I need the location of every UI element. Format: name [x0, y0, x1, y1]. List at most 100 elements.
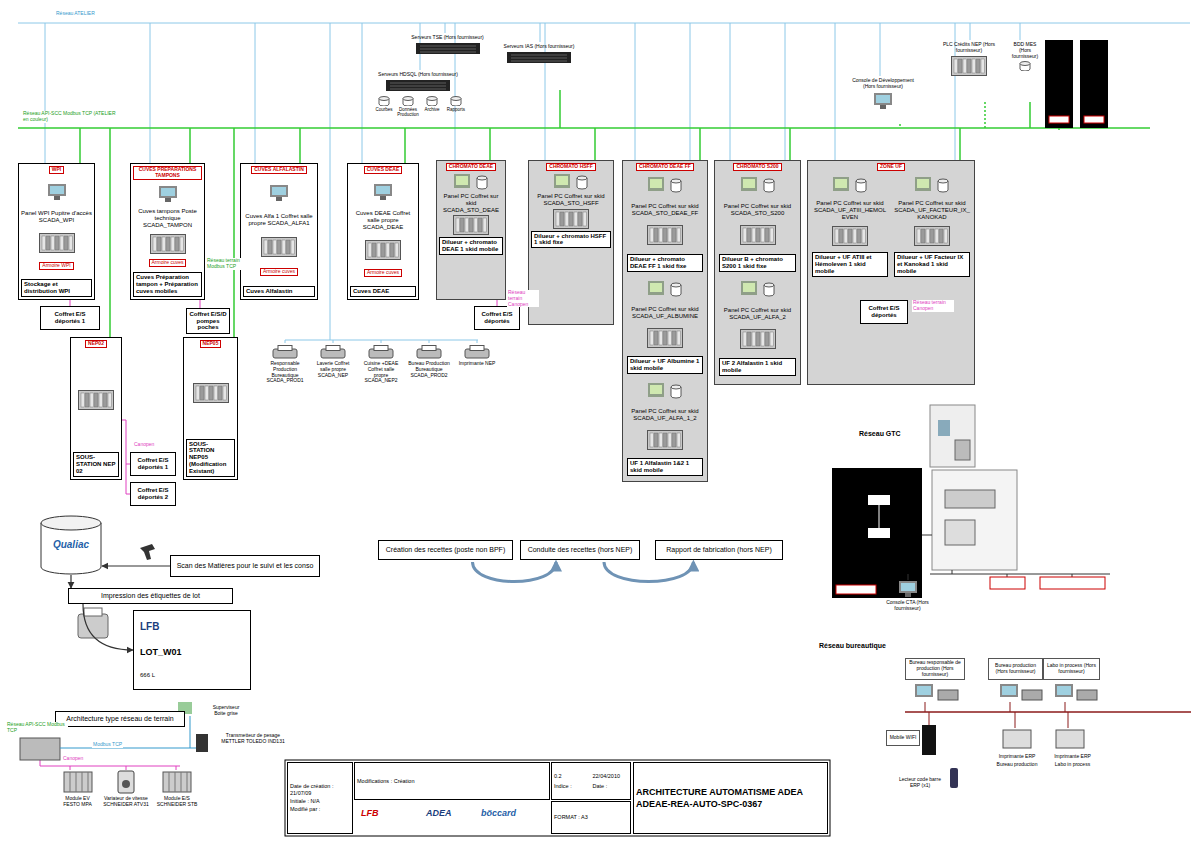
office-network — [1000, 684, 1018, 697]
node-box: CHROMATO S200Panel PC Coffret sur skid S… — [714, 160, 801, 385]
node-text: Coffret E/S déportés 1 — [43, 311, 97, 325]
skid-icon — [740, 176, 776, 194]
node-box: Coffret E/S déportés — [860, 300, 908, 324]
office-network — [1077, 690, 1097, 700]
node-text: Panel PC Coffret sur skid SCADA_UF_FACTE… — [894, 200, 970, 221]
node-box: ZONE UFPanel PC Coffret sur skid SCADA_U… — [807, 160, 975, 385]
node-box: Qualiac — [40, 515, 102, 575]
node-text: Dilueur + chromato DEAE FF 1 skid fixe — [627, 254, 703, 272]
node-text: Panel WPI Pupitre d'accès SCADA_WPI — [21, 210, 92, 224]
node-text: Panel PC Coffret sur skid SCADA_STO_S200 — [719, 203, 796, 217]
node-box: FORMAT : A3 — [551, 801, 631, 834]
node-box: Coffret E/S déportés 1 — [130, 452, 176, 476]
node-text: Panel PC Coffret sur skid SCADA_STO_HSFF — [531, 193, 611, 207]
mod-icon — [162, 770, 192, 794]
node-text: Serveurs IAS (Hors fournisseur) — [504, 44, 575, 50]
prn-icon — [368, 345, 394, 359]
node-text: Modifications : Création — [357, 778, 414, 784]
node-text: Rapports — [447, 107, 465, 112]
node-text: Courbes — [375, 107, 392, 112]
gtc-network — [868, 528, 890, 538]
node-box: Rapport de fabrication (hors NEP) — [655, 540, 783, 560]
gtc-network — [932, 470, 1017, 570]
skid-icon — [914, 176, 950, 194]
node-box: Mobile WIFI — [886, 730, 920, 746]
gtc-network — [1040, 577, 1105, 589]
office-network — [950, 768, 958, 788]
node-text: LOT_W01 — [140, 647, 182, 657]
node-box: Scan des Matières pour le suivi et les c… — [170, 555, 320, 577]
node-box: Responsable Production Bureautique SCADA… — [262, 343, 308, 401]
node-box: Variateur de vitesse SCHNEIDER ATV31 — [101, 768, 151, 818]
connector — [102, 565, 170, 566]
atelier-bus — [18, 23, 1190, 24]
pc-icon — [268, 184, 290, 202]
node-box: Panel PC Coffret sur skid SCADA_UF_ALFA_… — [717, 278, 798, 378]
node-text: WPI — [49, 166, 64, 174]
gtc-network — [908, 535, 1110, 580]
node-text: CHROMATO DEAE FF — [636, 163, 694, 171]
node-box: Serveurs IAS (Hors fournisseur) — [498, 42, 580, 90]
plc-icon — [193, 383, 229, 403]
node-text: CUVES PREPARATIONS TAMPONS — [133, 166, 202, 180]
node-text: Panel PC Coffret sur skid SCADA_STO_DEAE — [439, 193, 503, 214]
node-box: CHROMATO DEAE FF Panel PC Coffret sur ski… — [622, 160, 708, 482]
node-text: Responsable Production Bureautique SCADA… — [264, 361, 306, 384]
skid-icon — [647, 382, 683, 400]
node-text: Indice : — [554, 783, 590, 789]
srv-icon — [386, 80, 450, 91]
node-text: ARCHITECTURE AUTOMATISME ADEA — [636, 787, 803, 797]
node-box: Modifications : Création — [354, 762, 550, 800]
node-box: Coffret E/S déportés 2 — [130, 482, 176, 506]
node-box: Panel PC Coffret sur skid SCADA_UF_FACTE… — [892, 174, 972, 279]
annotation-label: böccard — [480, 808, 517, 818]
cabinet-block — [1045, 40, 1073, 128]
node-text: Cuves Préparation tampon + Préparation c… — [133, 272, 202, 297]
node-text: Cuves DEAE — [350, 286, 416, 297]
node-box: Bureau production (Hors fournisseur) — [988, 658, 1043, 680]
office-network — [1002, 686, 1016, 695]
field-network — [20, 738, 60, 760]
canopen-wire — [40, 760, 180, 770]
node-text: Module E/S SCHNEIDER STB — [154, 796, 200, 808]
node-text: Dilueur + UF Albumine 1 skid mobile — [627, 356, 703, 374]
node-box: CUVES ALFALASTINCuves Alfa 1 Coffret sal… — [240, 163, 318, 300]
node-box: LFBLOT_W01666 L — [133, 610, 251, 690]
node-text: Rapport de fabrication (hors NEP) — [666, 546, 771, 554]
node-text: Panel PC Coffret sur skid SCADA_UF_ALFA_… — [627, 408, 703, 422]
connector — [83, 604, 133, 650]
office-network — [917, 686, 931, 695]
node-text: Labo in process — [1055, 762, 1090, 768]
node-box: Bureau Production Bureautique SCADA_PROD… — [406, 343, 452, 401]
node-box: CHROMATO DEAE Panel PC Coffret sur skid S… — [436, 160, 506, 300]
node-text: Labo in process (Hors fournisseur) — [1046, 663, 1097, 675]
annotation-label: Réseau terrain Canopen — [912, 300, 954, 312]
node-text: Modifié par : — [290, 806, 320, 812]
node-text: Armoire cuves — [364, 269, 402, 277]
node-text: 22/04/2010 — [593, 773, 629, 779]
plc-icon — [740, 225, 776, 245]
node-box: Courbes — [372, 96, 396, 127]
node-text: Cuves Alfalastin — [243, 286, 315, 297]
node-text: Imprimante ERP — [999, 754, 1036, 760]
node-box: Labo in process (Hors fournisseur) — [1043, 658, 1100, 680]
node-box: PLC Crédits NEP (Hors fournisseur) — [933, 40, 1005, 102]
node-text: Coffret E/S déportés — [477, 311, 517, 325]
node-box: ARCHITECTURE AUTOMATISME ADEAADEAE-REA-A… — [633, 762, 828, 834]
node-box: Archive — [420, 96, 444, 127]
gtc-network — [836, 585, 876, 594]
annotation-label: Réseau API-SCC Modbus TCP — [6, 722, 68, 734]
node-text: Mobile WIFI — [890, 735, 917, 741]
prn-icon — [464, 345, 490, 359]
skid-icon — [832, 176, 868, 194]
office-network — [1056, 730, 1084, 748]
node-text: Transmetteur de pesage METTLER TOLEDO IN… — [215, 733, 291, 745]
office-network — [905, 711, 1191, 713]
node-box: Date de création : 21/07/09Initiale : N/… — [287, 762, 353, 834]
pc-icon — [46, 183, 68, 201]
node-text: CHROMATO DEAE — [446, 163, 496, 171]
office-network — [915, 684, 933, 697]
node-box: Coffret E/S déportés — [474, 306, 520, 330]
node-box: Panel PC Coffret sur skid SCADA_UF_ALFA_… — [625, 380, 705, 478]
plc-icon — [553, 209, 589, 229]
